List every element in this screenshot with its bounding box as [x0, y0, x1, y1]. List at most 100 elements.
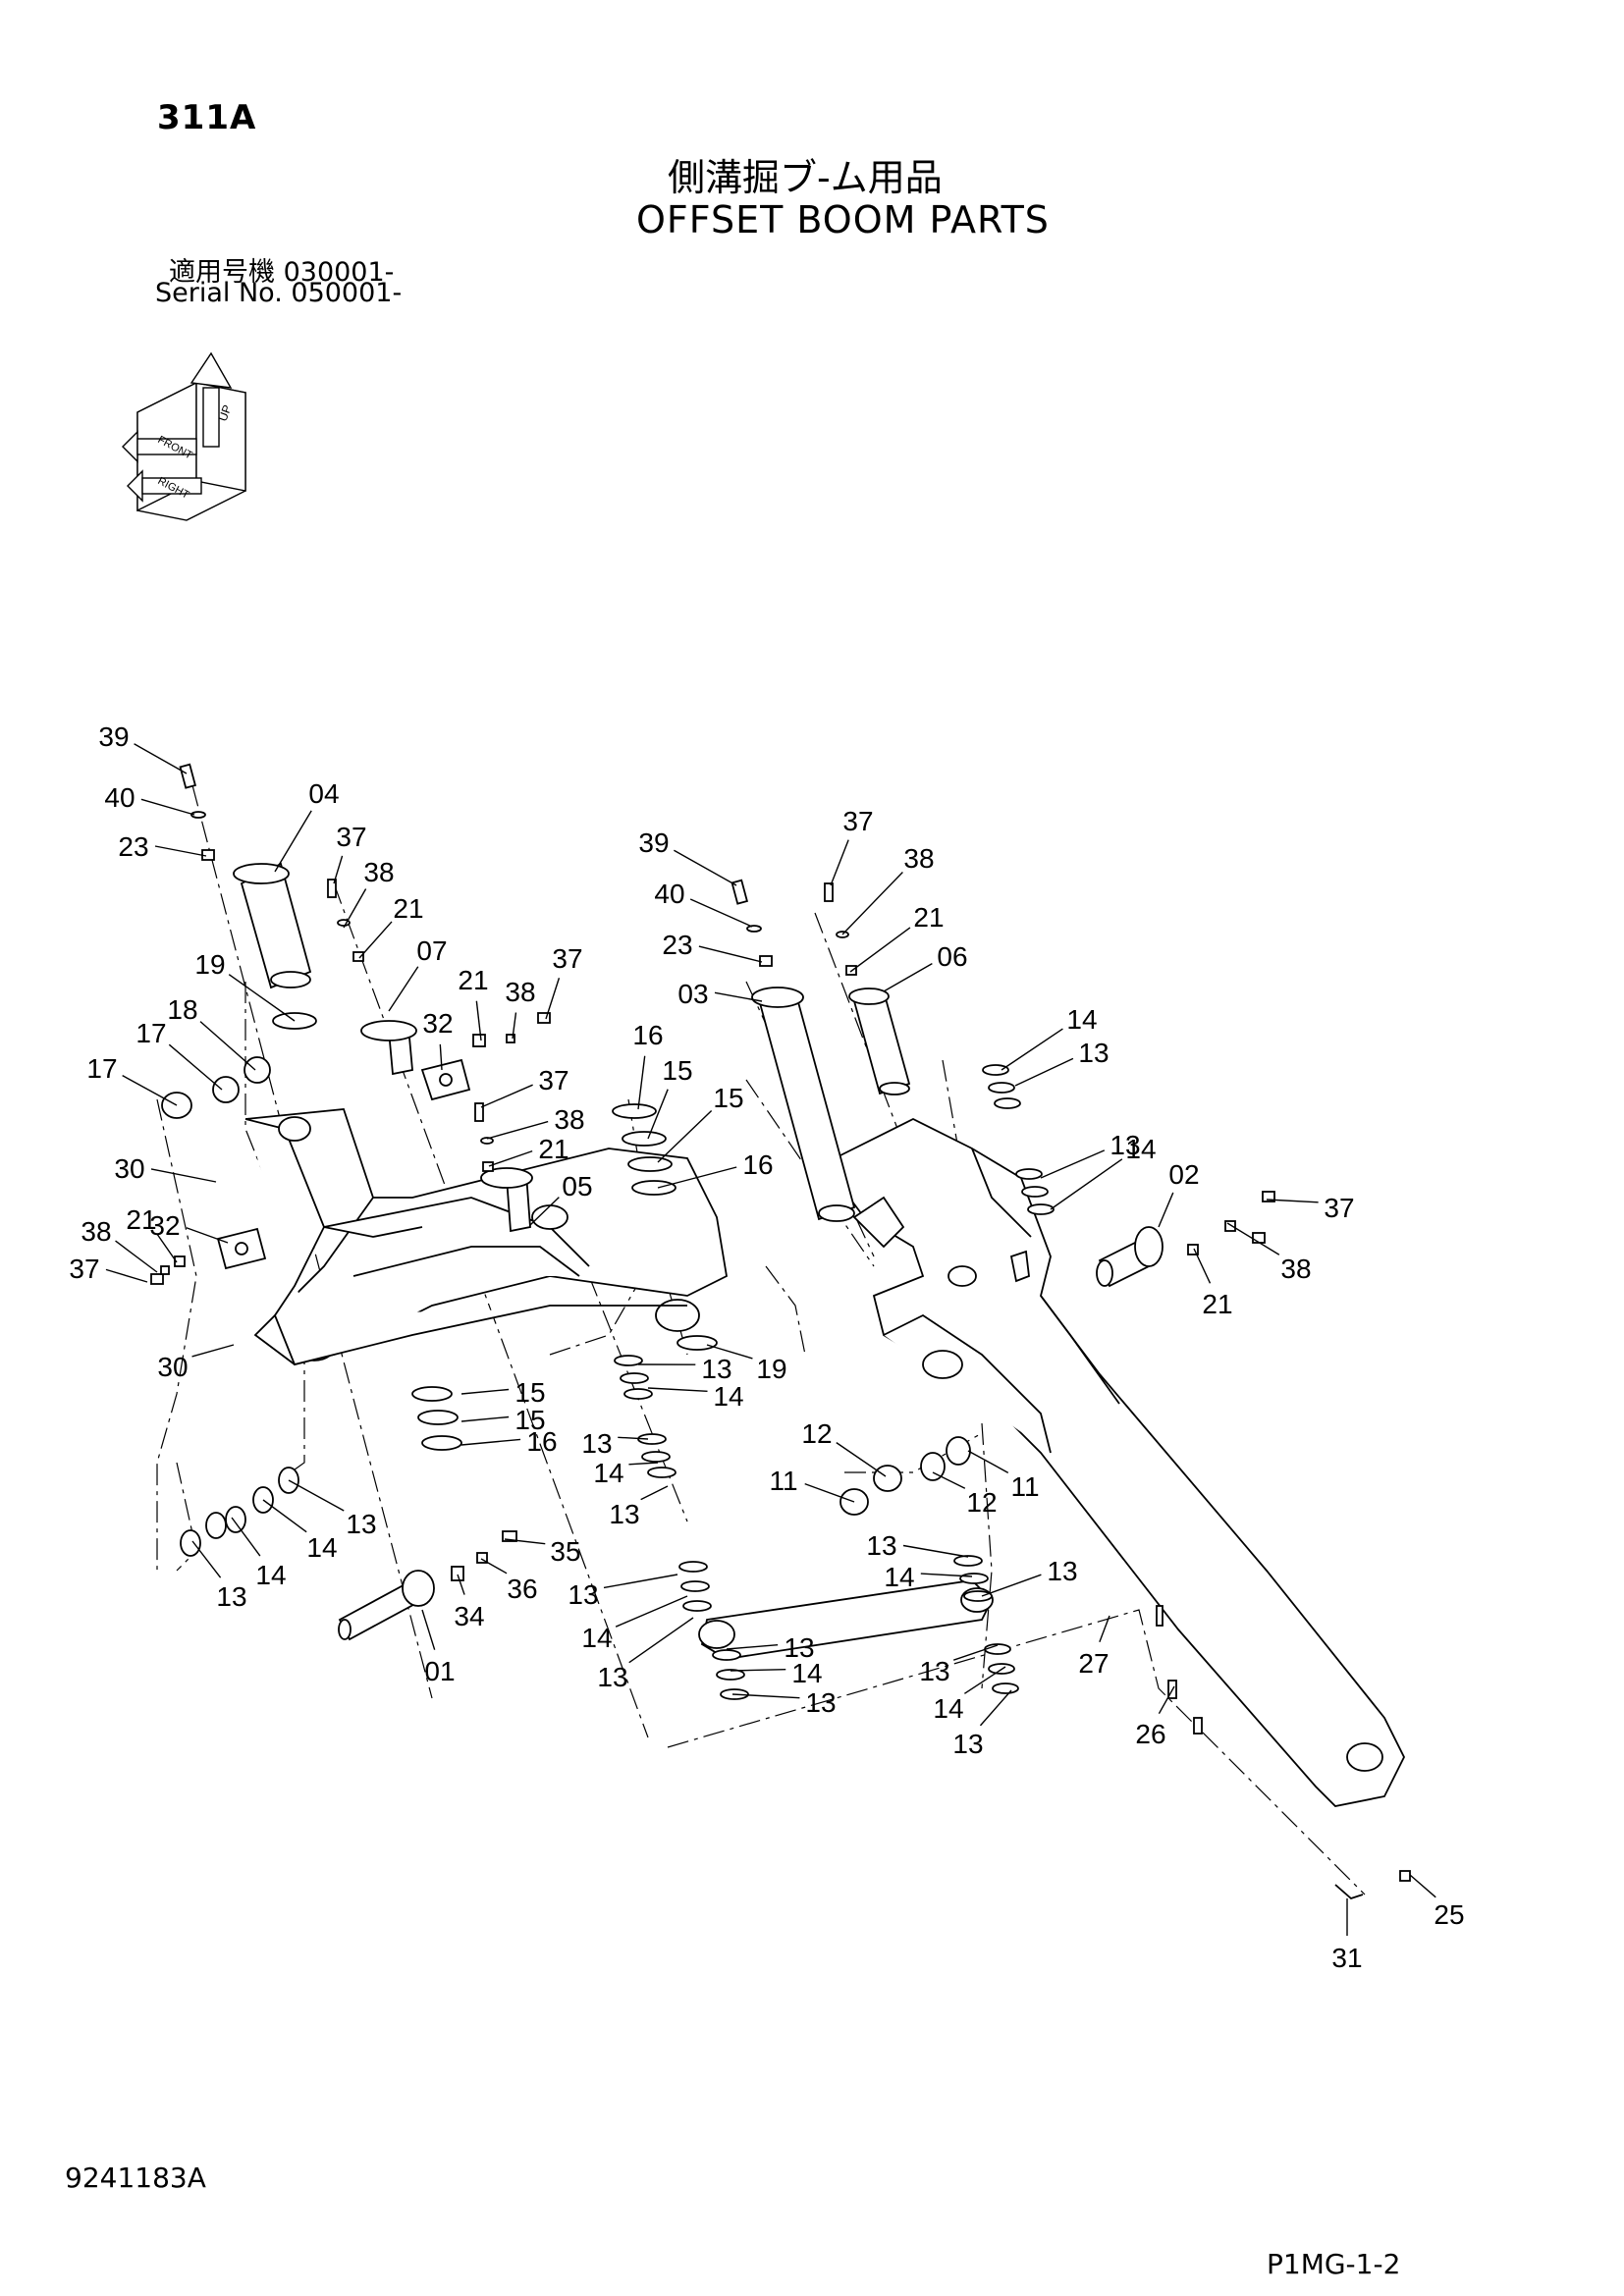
callout-label-23: 23 [118, 831, 148, 862]
direction-cube-icon: UP FRONT RIGHT [122, 351, 246, 521]
leader-line [140, 798, 195, 816]
callout-label-12: 12 [966, 1487, 997, 1518]
leader-line [388, 966, 419, 1012]
leader-line [488, 1149, 533, 1167]
page-reference: P1MG-1-2 [1267, 2248, 1401, 2280]
plate-32-upper [420, 1058, 471, 1101]
leader-line [186, 1227, 229, 1244]
callout-label-39: 39 [638, 828, 669, 858]
callout-label-15: 15 [713, 1083, 743, 1113]
leader-line [714, 991, 763, 1002]
offset-boom-left-body [244, 1108, 728, 1366]
leader-line [804, 1482, 855, 1503]
callout-label-38: 38 [81, 1216, 111, 1247]
leader-line [628, 1617, 694, 1664]
pin-05 [480, 1167, 533, 1233]
callout-label-14: 14 [255, 1560, 286, 1590]
offset-boom-right-body [834, 1117, 1406, 1807]
leader-line [920, 1573, 973, 1577]
leader-line [512, 1012, 517, 1040]
leader-line [836, 1442, 887, 1477]
callout-label-34: 34 [454, 1601, 484, 1631]
leader-line [637, 1055, 646, 1110]
leader-line [480, 1558, 508, 1575]
callout-label-13: 13 [609, 1499, 639, 1529]
callout-label-11: 11 [769, 1466, 797, 1496]
callout-label-40: 40 [654, 879, 684, 909]
leader-line [288, 1479, 345, 1512]
leader-line [504, 1538, 546, 1545]
leader-line [154, 845, 207, 857]
callout-label-37: 37 [538, 1065, 568, 1095]
leader-line [849, 927, 911, 973]
callout-label-21: 21 [126, 1204, 156, 1235]
leader-line [475, 1000, 482, 1041]
leader-line [105, 1268, 148, 1283]
callout-label-13: 13 [1110, 1130, 1140, 1160]
leader-line [439, 1043, 443, 1071]
callout-label-18: 18 [167, 994, 197, 1025]
callout-label-14: 14 [306, 1532, 337, 1563]
leader-line [967, 1450, 1009, 1473]
orientation-label-up: UP [216, 403, 235, 423]
callout-label-32: 32 [422, 1008, 453, 1039]
title-japanese: 側溝掘ブ-ム用品 [668, 156, 943, 199]
callout-label-16: 16 [632, 1020, 663, 1050]
leader-line [706, 1344, 753, 1360]
callout-label-14: 14 [1125, 1134, 1156, 1164]
leader-line [830, 839, 849, 886]
callout-label-21: 21 [393, 893, 423, 924]
leader-line [1158, 1192, 1174, 1228]
leader-line [952, 1644, 999, 1661]
leader-line [343, 888, 367, 929]
leader-line [486, 1120, 549, 1140]
leader-line [191, 1344, 235, 1358]
pin-07 [360, 1020, 417, 1076]
callout-label-25: 25 [1434, 1899, 1464, 1930]
callout-label-40: 40 [104, 782, 135, 813]
leader-line [657, 1110, 713, 1163]
callout-label-17: 17 [86, 1053, 117, 1084]
callout-label-13: 13 [784, 1632, 814, 1663]
callout-label-37: 37 [69, 1254, 99, 1284]
callout-label-14: 14 [593, 1458, 623, 1488]
callout-label-13: 13 [866, 1530, 896, 1561]
title-english: OFFSET BOOM PARTS [636, 198, 1050, 241]
leader-line [480, 1084, 533, 1108]
bolts-and-nuts [150, 763, 1411, 1900]
leader-line [545, 978, 561, 1020]
pin-03 [751, 987, 856, 1222]
leader-line [460, 1438, 521, 1446]
leader-line [674, 849, 737, 886]
leader-line [657, 1166, 737, 1189]
leader-line [640, 1485, 669, 1501]
callout-label-15: 15 [514, 1377, 545, 1408]
document-number: 9241183A [65, 2162, 206, 2194]
leader-line [150, 1168, 217, 1183]
callout-label-21: 21 [913, 902, 944, 933]
leader-line [647, 1089, 669, 1140]
callout-label-39: 39 [98, 721, 129, 752]
leader-line [1193, 1248, 1212, 1284]
callout-label-15: 15 [514, 1405, 545, 1435]
leader-line [726, 1643, 779, 1650]
leader-line [731, 1693, 800, 1699]
leader-line [628, 1462, 659, 1466]
leader-line [529, 1197, 560, 1226]
leader-line [1001, 1028, 1063, 1071]
callout-label-37: 37 [552, 943, 582, 974]
pin-04 [233, 862, 312, 989]
leader-line [115, 1240, 158, 1273]
callout-label-14: 14 [933, 1693, 963, 1724]
leader-line [1050, 1158, 1123, 1210]
callout-label-03: 03 [677, 979, 708, 1009]
callout-label-13: 13 [919, 1656, 949, 1686]
leader-line [1266, 1199, 1319, 1203]
leader-line [421, 1609, 436, 1650]
pin-06 [848, 988, 911, 1095]
callout-label-21: 21 [1202, 1289, 1232, 1319]
callout-label-13: 13 [805, 1687, 836, 1718]
callout-label-31: 31 [1331, 1943, 1362, 1973]
